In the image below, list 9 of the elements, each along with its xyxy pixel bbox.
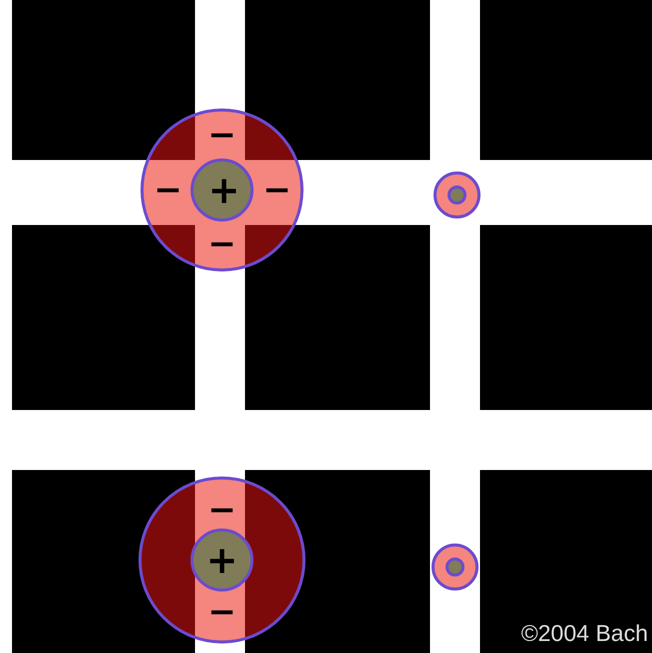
- plus-sign: +: [206, 541, 238, 579]
- plus-sign: +: [208, 171, 240, 209]
- minus-sign: −: [208, 493, 236, 527]
- minus-sign: −: [208, 118, 236, 152]
- copyright-note: ©2004 Bach: [521, 620, 648, 647]
- minus-sign: −: [208, 595, 236, 629]
- minus-sign: −: [208, 227, 236, 261]
- minus-sign: −: [262, 173, 292, 207]
- minus-sign: −: [154, 173, 182, 207]
